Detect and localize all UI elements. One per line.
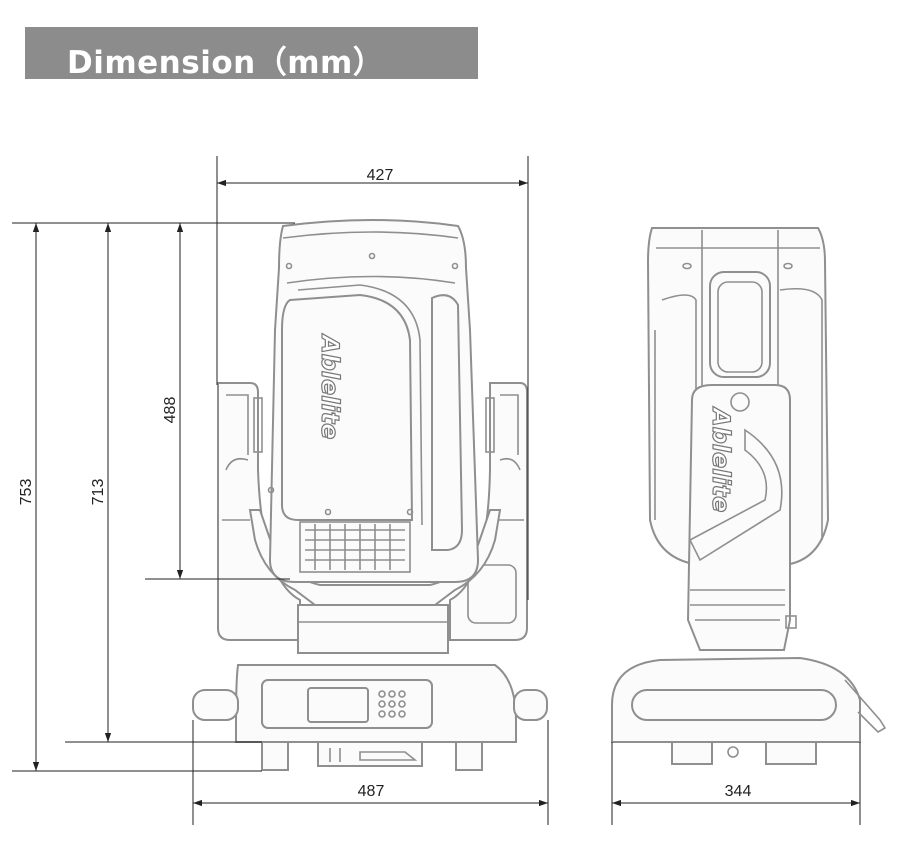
front-head-panel xyxy=(281,293,414,521)
front-keypad xyxy=(378,690,406,718)
title-banner: Dimension（mm） xyxy=(25,27,478,81)
side-foot-right xyxy=(765,741,817,765)
dim-label-488: 488 xyxy=(162,397,179,424)
front-view: Ablelite xyxy=(192,219,548,771)
front-pan-column xyxy=(297,604,449,654)
front-brand-logo: Ablelite xyxy=(316,333,344,439)
front-handle-right xyxy=(513,689,548,721)
page-title: Dimension（mm） xyxy=(67,45,385,81)
dim-label-427: 427 xyxy=(367,167,394,184)
dim-label-344: 344 xyxy=(725,783,752,800)
side-brand-logo: Ablelite xyxy=(707,406,735,512)
front-foot-left xyxy=(261,741,289,771)
front-lcd-screen xyxy=(307,687,369,723)
front-foot-right xyxy=(455,741,483,771)
front-connectors xyxy=(317,741,423,767)
dim-label-753: 753 xyxy=(18,479,35,506)
dim-label-487: 487 xyxy=(358,783,385,800)
side-foot-left xyxy=(671,741,713,765)
side-view: Ablelite xyxy=(611,227,887,765)
front-handle-left xyxy=(192,689,239,721)
dim-label-713: 713 xyxy=(90,479,107,506)
side-yoke-arm xyxy=(686,384,791,651)
